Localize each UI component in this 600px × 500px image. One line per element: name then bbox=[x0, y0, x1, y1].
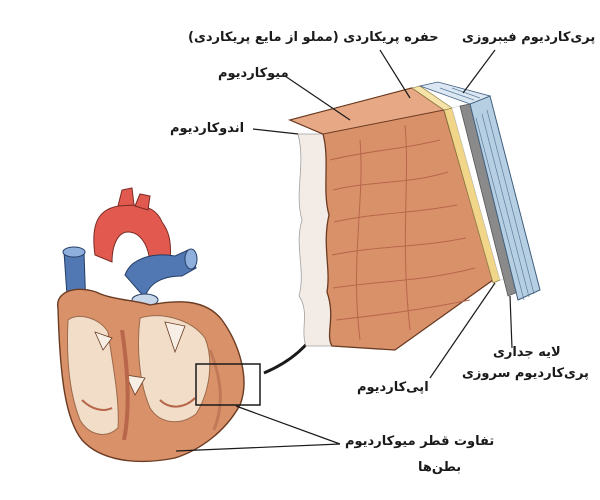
myocardium-block bbox=[287, 87, 494, 351]
muscle-fibers bbox=[329, 124, 476, 341]
leader-endocardium bbox=[252, 128, 299, 135]
leader-lines bbox=[175, 49, 513, 452]
aorta bbox=[93, 204, 171, 269]
label-ventricle-line1: تفاوت قطر میوکاردیوم bbox=[345, 434, 495, 449]
wall-section bbox=[287, 81, 541, 351]
label-endocardium: اندوکاردیوم bbox=[170, 121, 245, 136]
leader-myocardium bbox=[284, 75, 351, 121]
leader-fibrous bbox=[462, 49, 496, 94]
pulmonary-trunk bbox=[124, 249, 197, 300]
label-parietal-line2: پری‌کاردیوم سروزی bbox=[462, 366, 589, 381]
leader-ventricle-1 bbox=[235, 405, 341, 445]
label-ventricle-line2: بطن‌ها bbox=[418, 460, 462, 475]
label-fibrous-pericardium: پری‌کاردیوم فیبروزی bbox=[462, 30, 596, 45]
leader-cavity bbox=[379, 49, 411, 99]
label-pericardial-cavity: حفره پریکاردی (مملو از مایع پریکاردی) bbox=[188, 30, 439, 45]
heart-illustration bbox=[57, 187, 261, 463]
label-myocardium: میوکاردیوم bbox=[218, 66, 289, 81]
leader-parietal bbox=[509, 295, 513, 349]
zoom-selection-box bbox=[195, 363, 261, 406]
leader-ventricle-2 bbox=[175, 443, 341, 452]
leader-epicardium bbox=[429, 282, 496, 379]
label-parietal-line1: لایه جداری bbox=[493, 345, 561, 360]
label-epicardium: اپی‌کاردیوم bbox=[357, 380, 429, 395]
